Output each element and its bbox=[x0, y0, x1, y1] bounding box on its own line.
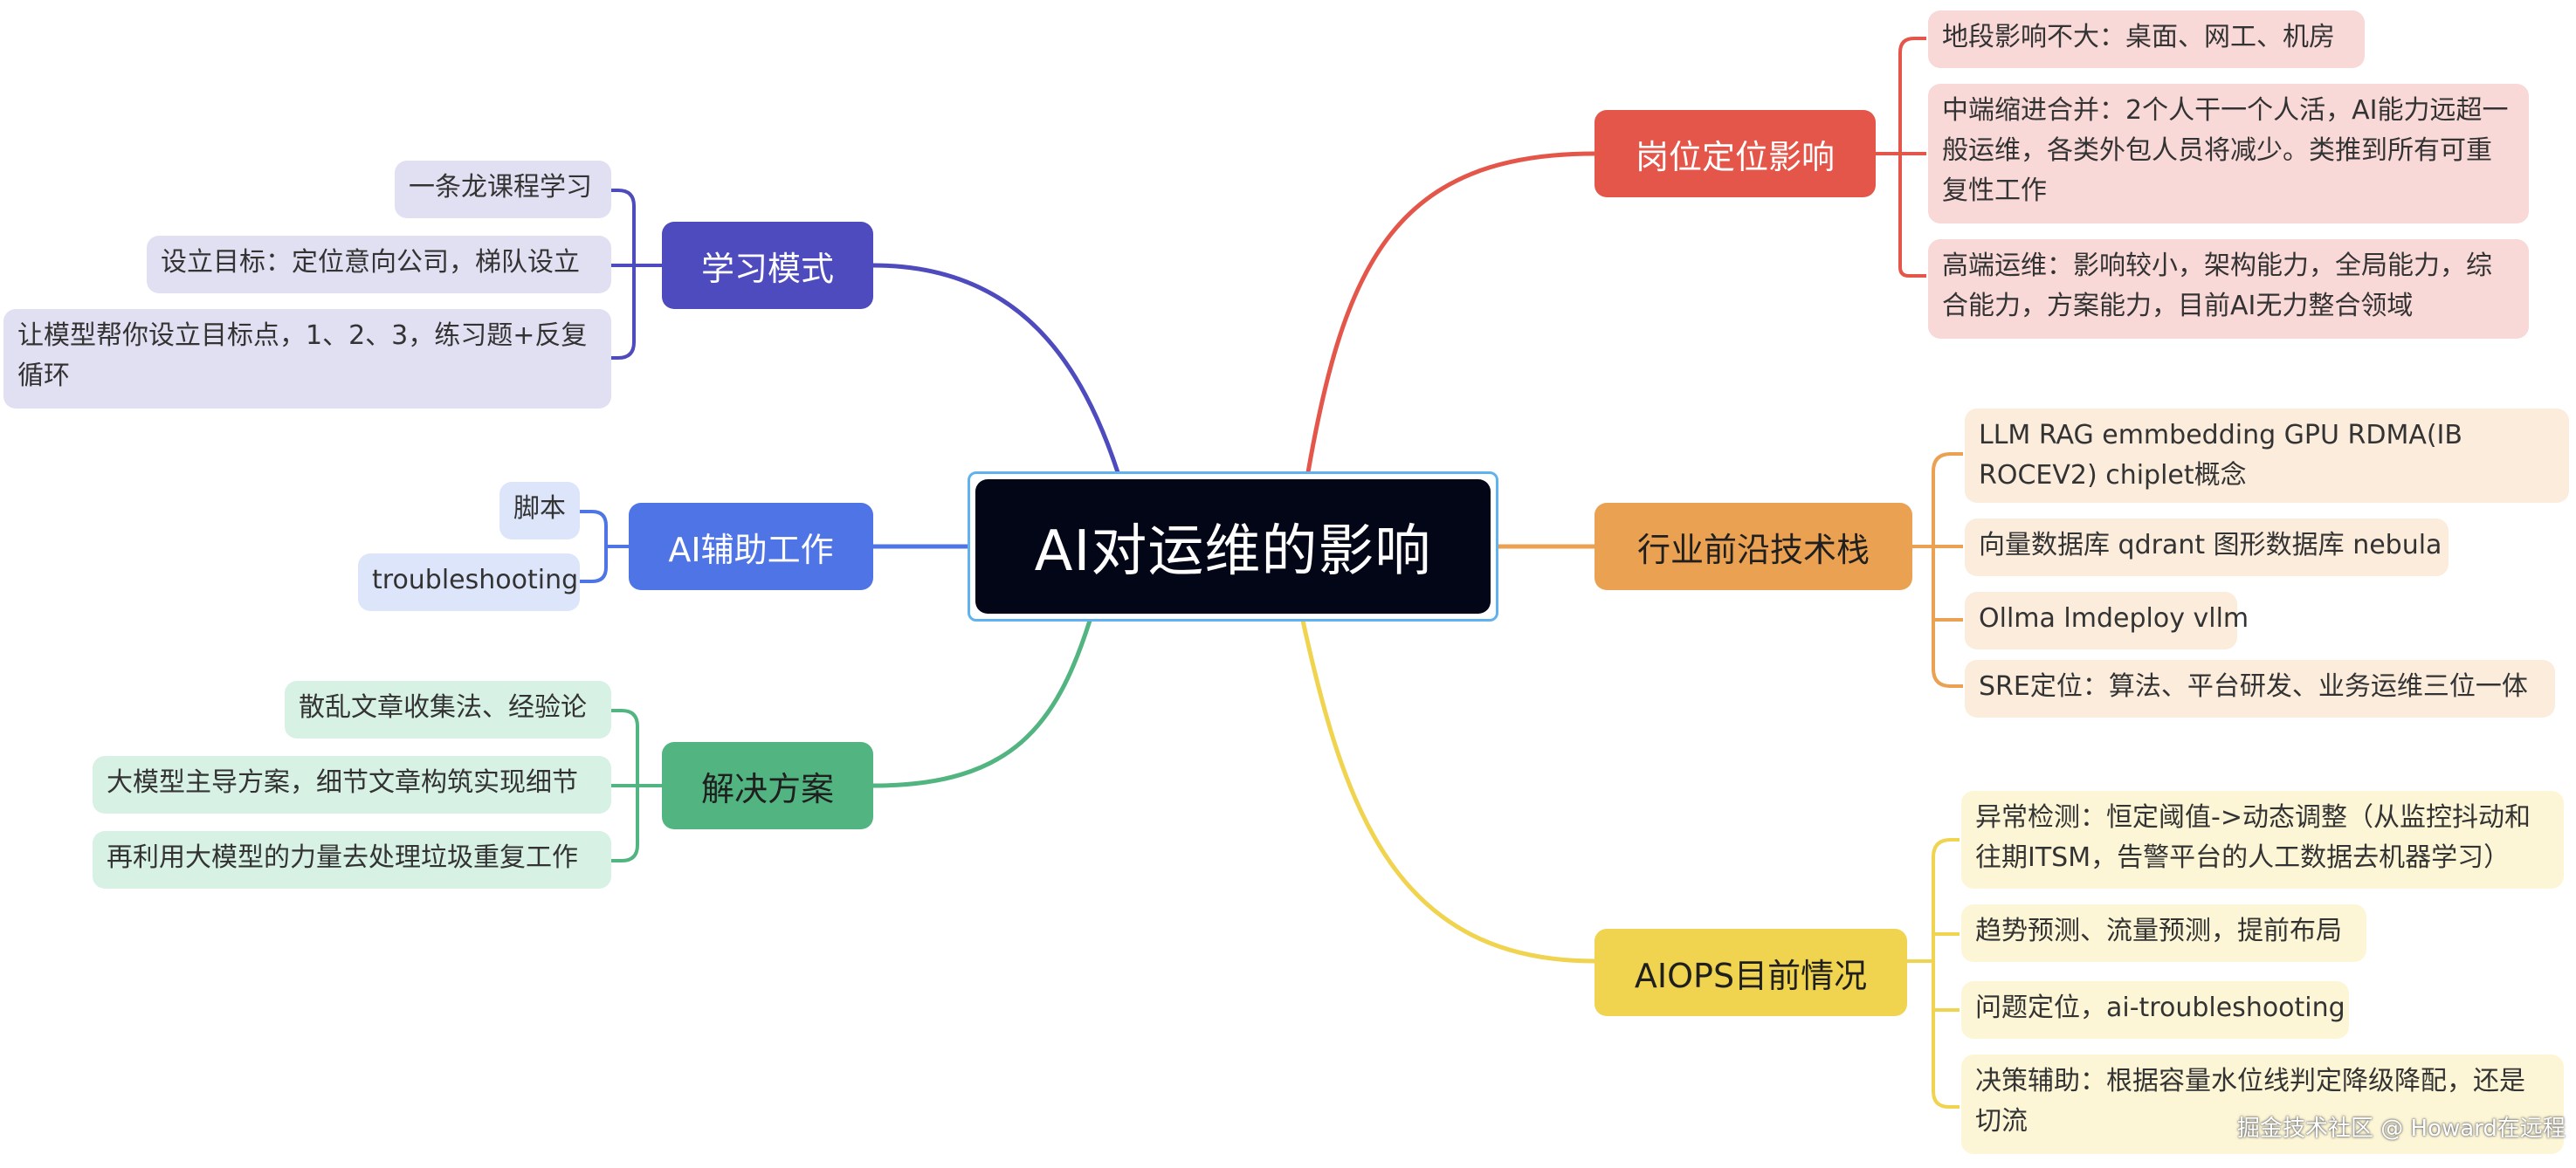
watermark: 掘金技术社区 @ Howard在远程 bbox=[2237, 1116, 2566, 1142]
leaf-learning-mode-1[interactable]: 一条龙课程学习 bbox=[395, 161, 611, 218]
leaf-position-impact-1[interactable]: 地段影响不大：桌面、网工、机房 bbox=[1928, 10, 2365, 68]
link-tech-stack-leaves bbox=[1912, 452, 1963, 688]
link-center-position-impact bbox=[1305, 151, 1595, 473]
leaf-position-impact-2[interactable]: 中端缩进合并：2个人干一个人活，AI能力远超一般运维，各类外包人员将减少。类推到… bbox=[1928, 84, 2529, 223]
branch-position-impact[interactable]: 岗位定位影响 bbox=[1595, 110, 1876, 197]
leaf-tech-stack-3[interactable]: Ollma lmdeploy vllm bbox=[1965, 592, 2249, 649]
leaf-aiops-3[interactable]: 问题定位，ai-troubleshooting bbox=[1961, 981, 2349, 1039]
leaf-aiops-2[interactable]: 趋势预测、流量预测，提前布局 bbox=[1961, 904, 2366, 962]
branch-aiops[interactable]: AIOPS目前情况 bbox=[1595, 929, 1907, 1016]
leaf-aiops-4[interactable]: 决策辅助：根据容量水位线判定降级降配，还是切流 bbox=[1961, 1055, 2564, 1154]
central-topic-label: AI对运维的影响 bbox=[975, 479, 1491, 614]
link-center-solutions bbox=[872, 620, 1092, 788]
link-solutions-leaves bbox=[611, 709, 662, 862]
branch-ai-assist[interactable]: AI辅助工作 bbox=[629, 503, 873, 590]
branch-aiops-label: AIOPS目前情况 bbox=[1634, 956, 1868, 995]
branch-tech-stack[interactable]: 行业前沿技术栈 bbox=[1595, 503, 1912, 590]
branch-solutions[interactable]: 解决方案 bbox=[662, 742, 873, 829]
link-ai-assist-leaves bbox=[580, 510, 629, 583]
leaf-learning-mode-3[interactable]: 让模型帮你设立目标点，1、2、3，练习题+反复循环 bbox=[3, 309, 611, 409]
central-topic[interactable]: AI对运维的影响 bbox=[968, 471, 1498, 622]
leaf-ai-assist-2[interactable]: troubleshooting bbox=[358, 553, 580, 611]
leaf-tech-stack-1[interactable]: LLM RAG emmbedding GPU RDMA(IB ROCEV2) c… bbox=[1965, 409, 2569, 503]
link-learning-mode-leaves bbox=[611, 189, 662, 360]
link-center-aiops bbox=[1300, 620, 1595, 964]
branch-position-impact-label: 岗位定位影响 bbox=[1635, 137, 1835, 176]
link-position-impact-leaves bbox=[1876, 37, 1926, 278]
branch-solutions-label: 解决方案 bbox=[700, 769, 834, 808]
leaf-tech-stack-2[interactable]: 向量数据库 qdrant 图形数据库 nebula bbox=[1965, 519, 2449, 576]
leaf-learning-mode-2[interactable]: 设立目标：定位意向公司，梯队设立 bbox=[147, 236, 611, 293]
branch-ai-assist-label: AI辅助工作 bbox=[668, 530, 834, 569]
leaf-position-impact-3[interactable]: 高端运维：影响较小，架构能力，全局能力，综合能力，方案能力，目前AI无力整合领域 bbox=[1928, 239, 2529, 339]
leaf-solutions-3[interactable]: 再利用大模型的力量去处理垃圾重复工作 bbox=[93, 831, 611, 889]
leaf-aiops-1[interactable]: 异常检测：恒定阈值->动态调整（从监控抖动和往期ITSM，告警平台的人工数据去机… bbox=[1961, 791, 2564, 889]
leaf-solutions-2[interactable]: 大模型主导方案，细节文章构筑实现细节 bbox=[93, 756, 611, 814]
leaf-ai-assist-1[interactable]: 脚本 bbox=[499, 482, 580, 539]
branch-tech-stack-label: 行业前沿技术栈 bbox=[1636, 530, 1870, 569]
branch-learning-mode-label: 学习模式 bbox=[700, 249, 834, 288]
link-center-learning-mode bbox=[872, 263, 1120, 473]
leaf-tech-stack-4[interactable]: SRE定位：算法、平台研发、业务运维三位一体 bbox=[1965, 660, 2555, 718]
branch-learning-mode[interactable]: 学习模式 bbox=[662, 222, 873, 309]
link-aiops-leaves bbox=[1907, 838, 1960, 1109]
leaf-solutions-1[interactable]: 散乱文章收集法、经验论 bbox=[285, 681, 611, 739]
